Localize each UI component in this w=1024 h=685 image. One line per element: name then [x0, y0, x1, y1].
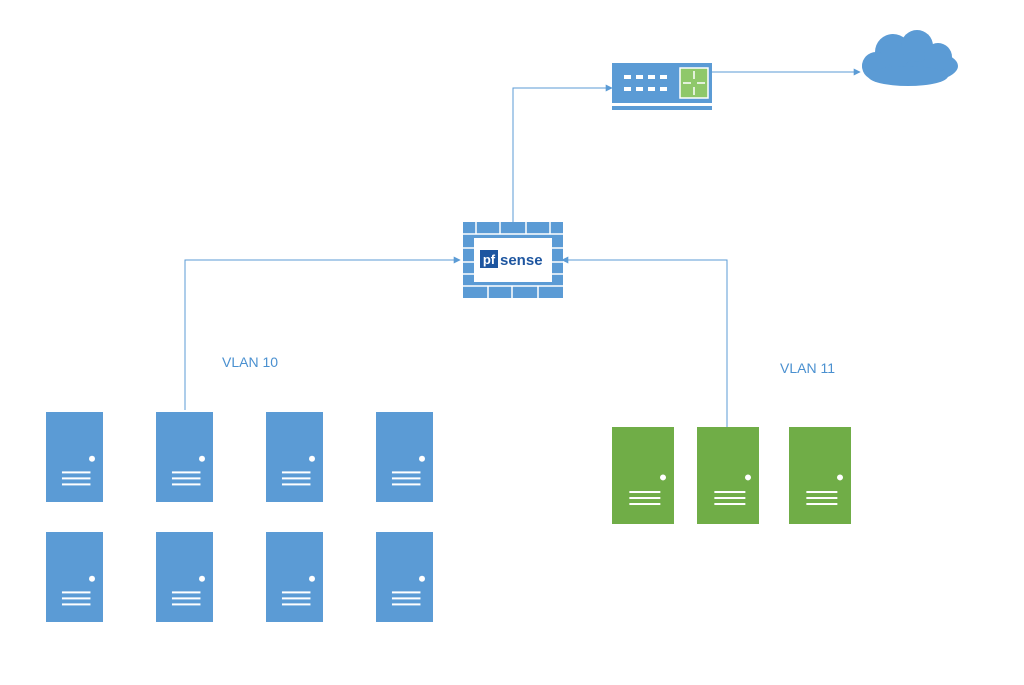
vlan11-label: VLAN 11 — [780, 360, 835, 376]
vlan10-server-group — [46, 412, 433, 622]
tower-server-icon — [156, 532, 213, 622]
router-switch-icon — [612, 63, 712, 110]
tower-server-icon — [376, 412, 433, 502]
router-ports — [624, 75, 667, 91]
connector-vlan11-to-firewall — [561, 256, 728, 427]
cloud-icon — [862, 30, 958, 86]
connector-firewall-to-router — [512, 84, 613, 222]
tower-server-icon — [789, 427, 851, 524]
connectors — [184, 68, 861, 427]
connector-vlan10-to-firewall — [184, 256, 461, 410]
tower-server-icon — [266, 532, 323, 622]
pfsense-logo-badge — [480, 250, 498, 268]
vlan10-label: VLAN 10 — [222, 354, 279, 370]
pfsense-logo-pf: pf — [483, 252, 496, 267]
tower-server-icon — [376, 532, 433, 622]
pfsense-logo-sense: sense — [500, 252, 543, 269]
tower-server-icon — [612, 427, 674, 524]
tower-server-icon — [46, 532, 103, 622]
tower-server-icon — [266, 412, 323, 502]
firewall-brick-icon: pf sense — [463, 222, 563, 298]
tower-server-icon — [156, 412, 213, 502]
vlan11-server-group — [612, 427, 851, 524]
tower-server-icon — [697, 427, 759, 524]
tower-server-icon — [46, 412, 103, 502]
